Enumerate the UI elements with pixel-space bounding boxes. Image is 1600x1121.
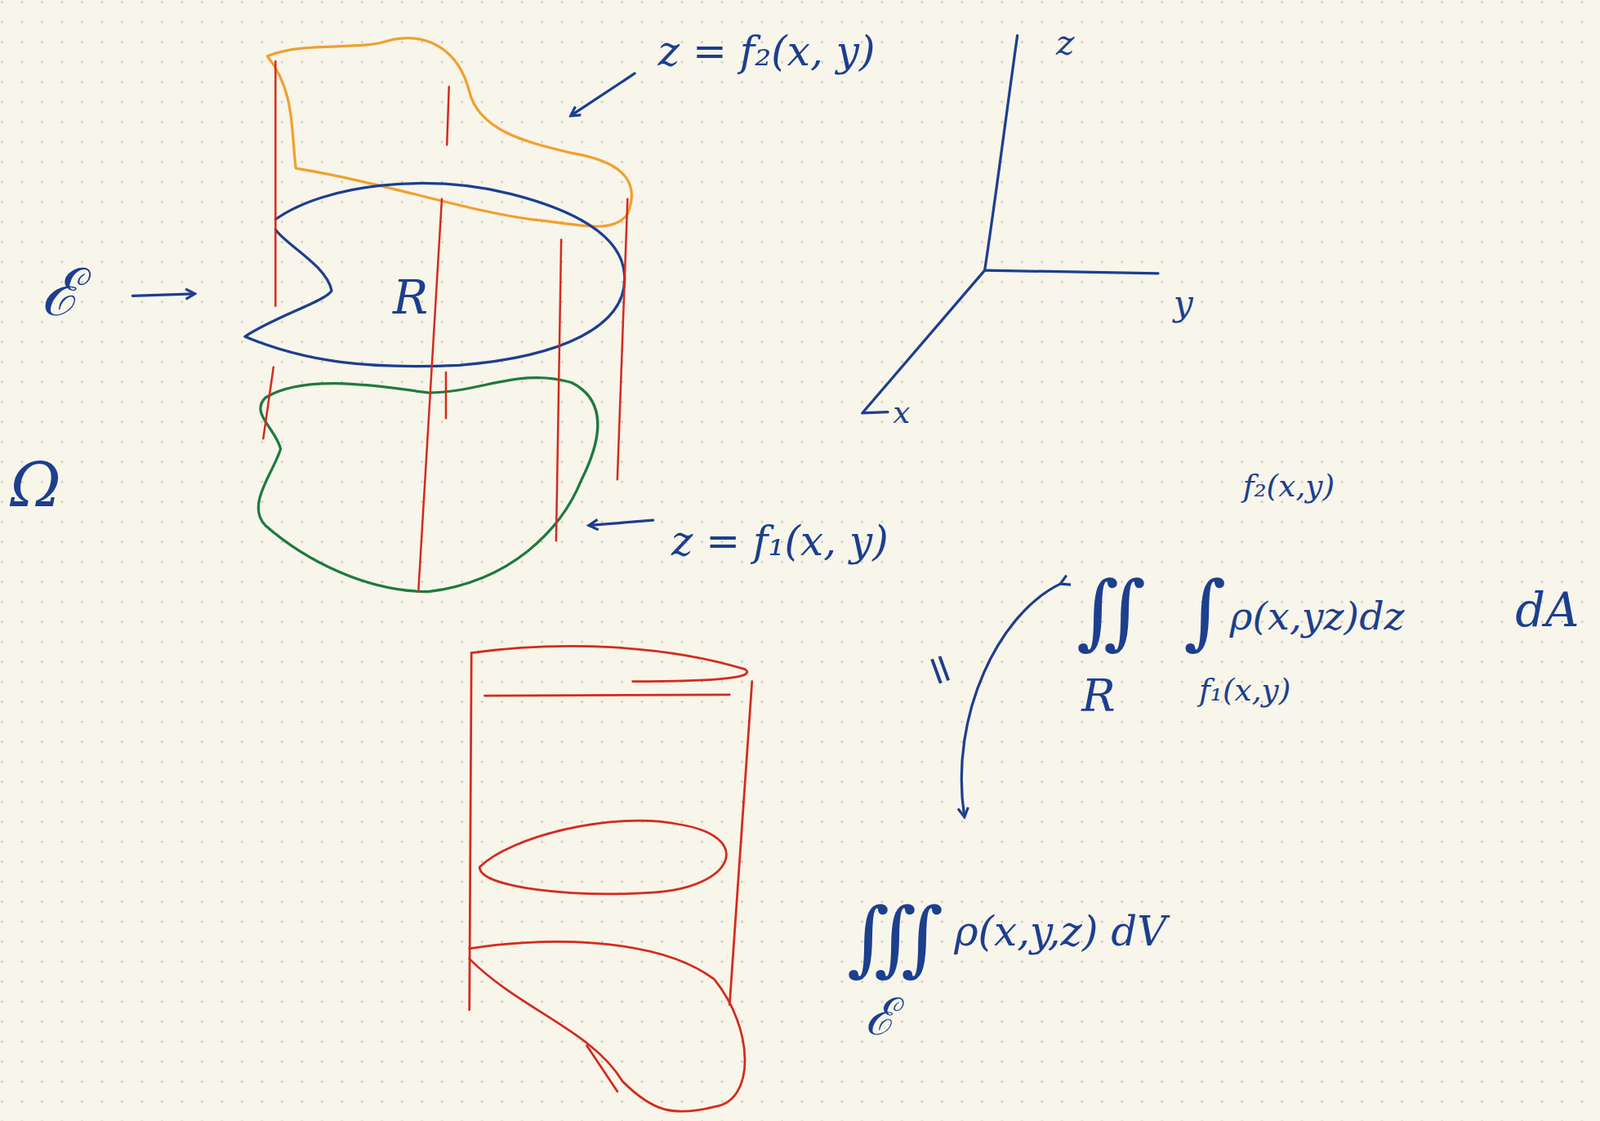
region-label: ℰ: [864, 991, 896, 1043]
differential: dA: [1515, 586, 1579, 633]
region-label: R: [392, 273, 428, 321]
integrand: ρ(x,y,z) dV: [953, 911, 1167, 953]
integral-sign: ∫: [1183, 571, 1226, 654]
region-label: Ω: [9, 454, 61, 516]
axis-label: x: [892, 397, 910, 428]
integral-sign: ∭: [846, 897, 944, 980]
region-label: R: [1081, 673, 1115, 719]
integrand: ρ(x,yz)dz: [1229, 597, 1404, 636]
solid-label: ℰ: [40, 260, 81, 326]
axis-label: z: [1056, 25, 1075, 60]
integral-sign: ∬: [1076, 571, 1146, 654]
curve-label: z = f₂(x, y): [658, 30, 876, 72]
integral-limit: f₂(x,y): [1243, 471, 1335, 502]
axis-label: y: [1173, 285, 1194, 321]
curve-label: z = f₁(x, y): [671, 520, 889, 562]
integral-limit: f₁(x,y): [1198, 675, 1291, 706]
